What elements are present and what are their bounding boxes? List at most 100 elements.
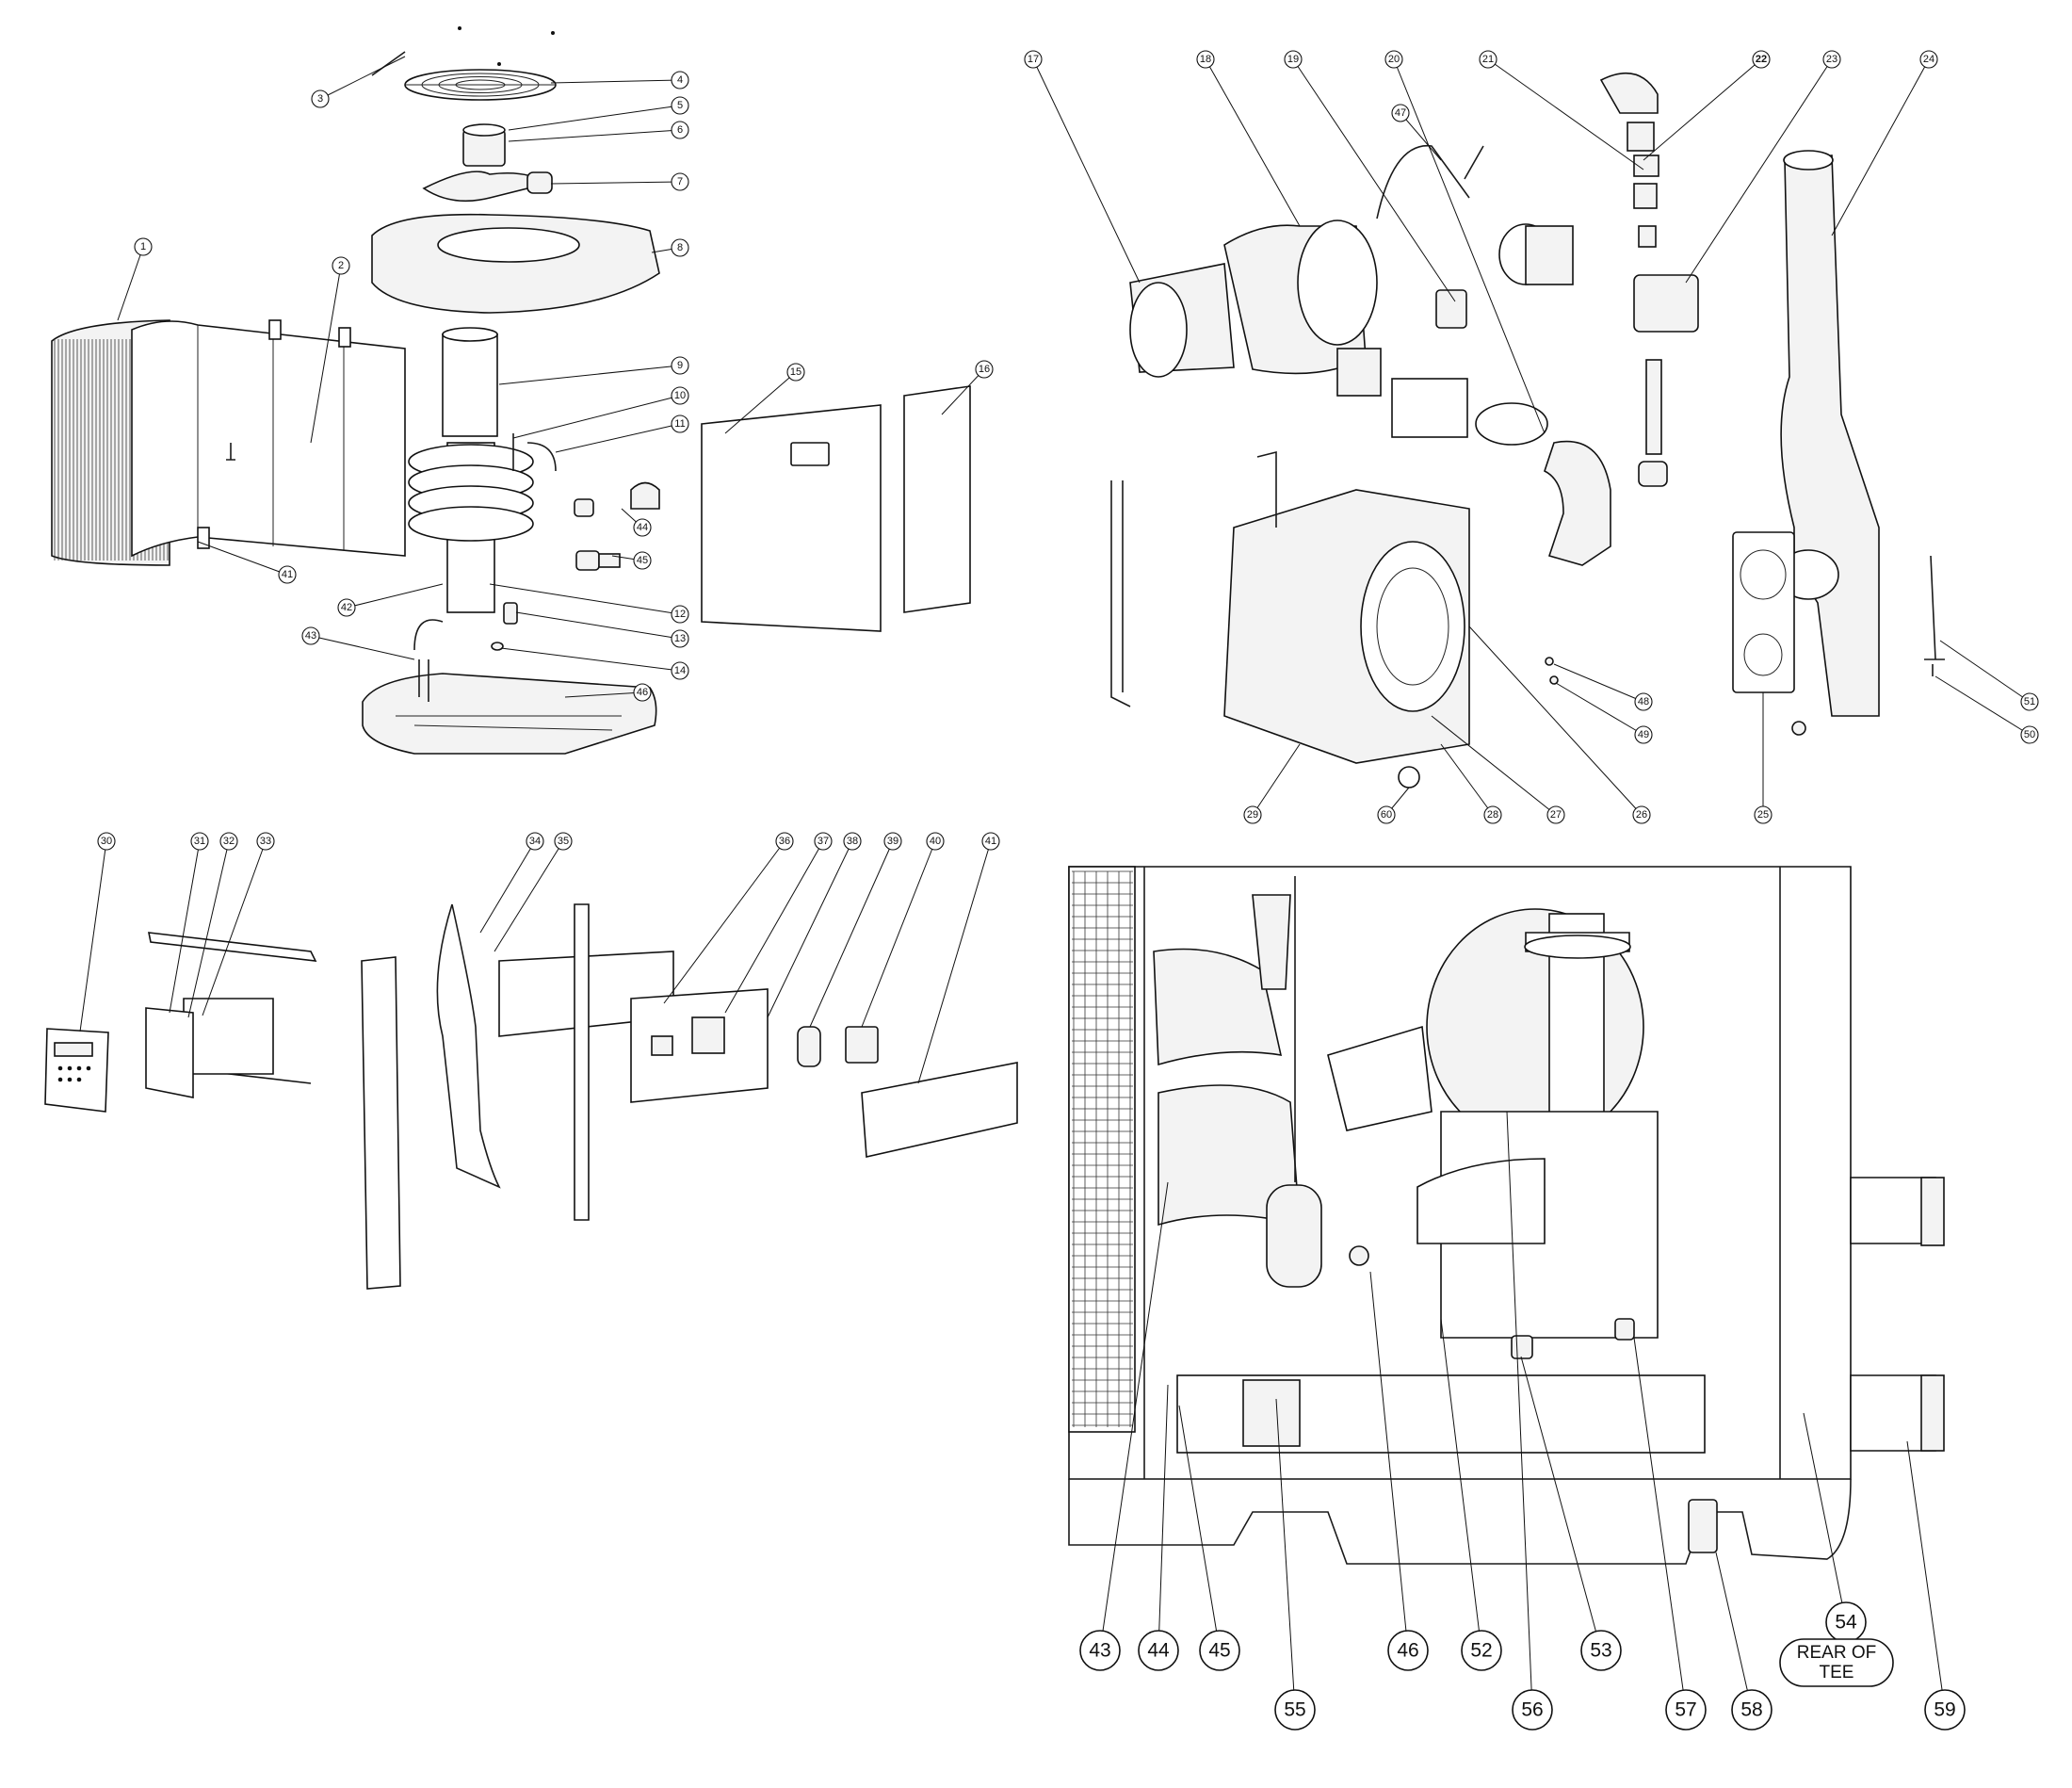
callout-number: 5 [677,100,683,111]
part-control-panel [44,1028,109,1113]
callout-bubble [671,386,689,405]
callout-bubble [1483,805,1502,824]
callout-leader [941,368,985,415]
callout-bubble [337,598,356,617]
callout-leader [724,371,797,434]
callout-number: 43 [1089,1640,1110,1662]
callout-number: 36 [779,836,790,847]
callout-number: 21 [1482,54,1494,65]
callout-leader [809,840,894,1028]
callout-leader [1157,1384,1169,1651]
callout-bubble [671,629,689,648]
callout-leader [1643,58,1762,161]
callout-number: 17 [1028,54,1039,65]
callout-number: 2 [338,260,344,271]
callout-bubble [671,238,689,257]
callout-bubble [554,832,573,851]
callout-bubble [1387,1630,1429,1671]
callout-bubble [1024,50,1043,69]
callout-leader [1468,626,1643,816]
callout-number: 49 [1638,729,1649,740]
callout-number: 41 [282,569,293,580]
callout-number: 53 [1590,1640,1611,1662]
callout-bubble [1632,805,1651,824]
callout-bubble [671,71,689,89]
part-gasket-plate [1732,531,1795,693]
callout-number: 3 [317,93,323,105]
callout-bubble [786,363,805,382]
callout-bubble [1384,50,1403,69]
callout-bubble [1665,1689,1707,1731]
callout-bubble [1546,805,1565,824]
part-gas-valve [1435,289,1467,329]
part-heat-exchanger-coil [408,433,557,613]
callout-leader [1553,663,1644,703]
callout-leader [512,395,681,439]
callout-leader [1400,112,1442,161]
callout-leader [310,635,415,660]
callout-bubble [671,605,689,624]
callout-number: 48 [1638,696,1649,707]
callout-bubble [671,121,689,139]
callout-leader [479,840,536,934]
callout-leader [187,840,230,1018]
callout-number: 19 [1287,54,1299,65]
callout-leader [1520,1356,1602,1651]
callout-leader [1440,1318,1482,1651]
callout-leader [1685,58,1833,284]
part-capacitor [797,1026,821,1067]
callout-number: 44 [637,522,648,533]
callout-leader [117,246,144,321]
rear-label-line1: REAR OF [1797,1643,1876,1663]
part-contactor [845,1026,879,1064]
callout-bubble [981,832,1000,851]
callout-bubble [883,832,902,851]
callout-leader [1178,1405,1221,1651]
part-service-panel [903,385,971,613]
callout-leader [1487,58,1644,171]
callout-leader [319,56,406,100]
callout-bubble [1284,50,1303,69]
callout-number: 16 [979,364,990,375]
assembled-interior-view [1068,866,1945,1565]
callout-bubble [190,832,209,851]
callout-number: 7 [677,176,683,187]
callout-leader [1633,1337,1687,1711]
callout-number: 9 [677,360,683,371]
callout-number: 44 [1147,1640,1170,1662]
callout-bubble [1479,50,1497,69]
part-control-valve [1633,274,1699,333]
callout-leader [1715,1552,1753,1711]
callout-leader [861,840,936,1028]
callout-leader [202,840,267,1016]
part-receiver [1266,1184,1322,1288]
callout-number: 54 [1835,1612,1857,1634]
callout-bubble [814,832,833,851]
callout-leader [1032,58,1141,284]
callout-number: 12 [674,609,686,620]
callout-bubble [1512,1689,1553,1731]
callout-bubble [1580,1630,1622,1671]
callout-bubble [1754,805,1773,824]
part-gas-fittings [1627,122,1655,152]
callout-number: 10 [674,390,686,401]
callout-number: 23 [1826,54,1837,65]
callout-leader [1934,675,2031,736]
burner-assembly-view [1110,72,1945,788]
part-vent-pipe [1780,154,1880,717]
callout-leader [500,647,681,672]
callout-number: 14 [674,665,686,676]
callout-number: 32 [223,836,235,847]
callout-bubble [1079,1630,1121,1671]
callout-number: 30 [101,836,112,847]
electrical-assembly-view [44,903,1018,1290]
callout-number: 57 [1675,1699,1696,1721]
callout-number: 51 [2024,696,2035,707]
callout-bubble [278,565,297,584]
callout-bubble [671,414,689,433]
callout-leader [1205,58,1301,227]
callout-bubble [1822,50,1841,69]
part-base-pan [362,673,657,755]
callout-leader [508,105,681,131]
callout-leader [1393,58,1546,434]
